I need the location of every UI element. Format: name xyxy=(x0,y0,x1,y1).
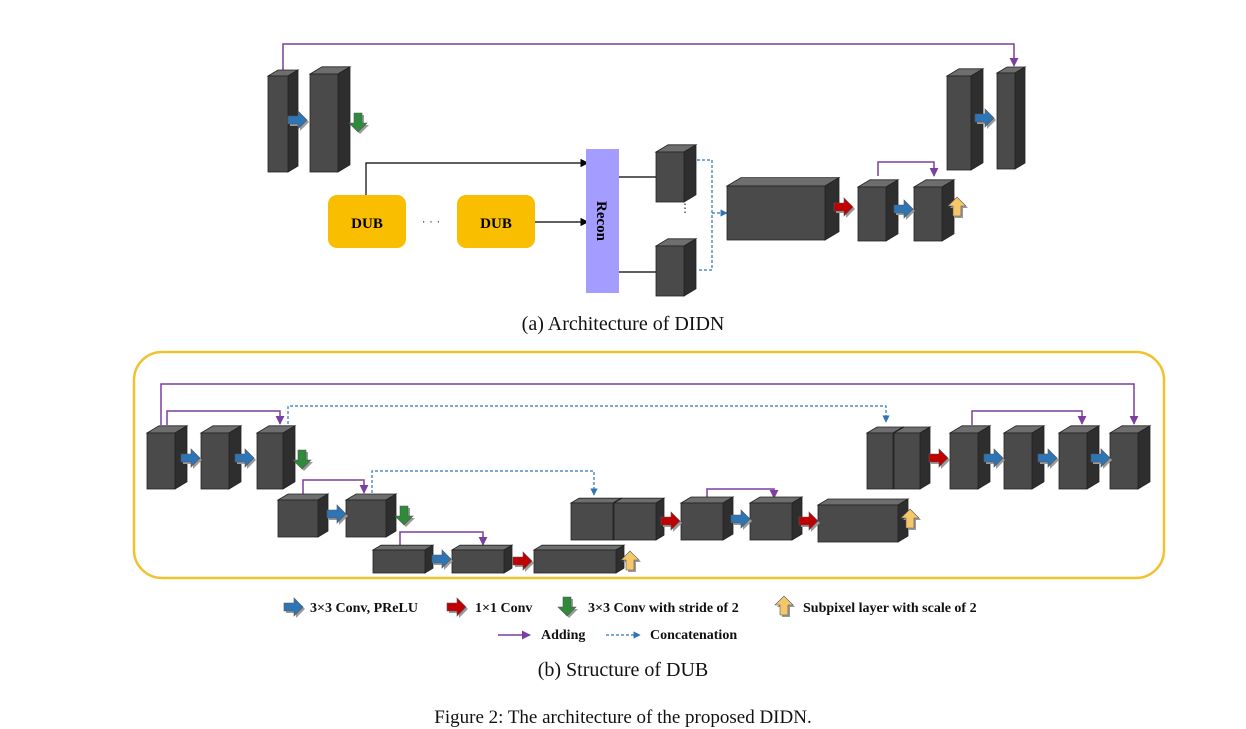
legend-conv1-icon xyxy=(446,597,468,618)
subpixel-arrow-icon xyxy=(947,196,968,218)
recon-output-block xyxy=(654,238,698,297)
adding-line xyxy=(399,531,488,546)
concat-line xyxy=(371,470,598,496)
feature-block xyxy=(344,493,398,538)
conv3-stride-arrow-icon xyxy=(292,449,313,471)
caption-part-b: (b) Structure of DUB xyxy=(537,659,709,681)
feature-block xyxy=(679,496,735,541)
adding-line xyxy=(160,383,1139,425)
legend-conv3-prelu-icon xyxy=(283,597,305,618)
recon-label: Recon xyxy=(593,201,609,242)
output-feature-map xyxy=(995,66,1027,170)
conv3-prelu-arrow-icon xyxy=(983,448,1005,469)
dub-label: DUB xyxy=(351,216,383,232)
legend-subpixel: Subpixel layer with scale of 2 xyxy=(803,601,977,616)
subpixel-arrow-icon xyxy=(900,508,921,530)
dub-block xyxy=(457,195,535,248)
feature-block xyxy=(912,179,956,242)
conv1-arrow-icon xyxy=(833,197,855,218)
shallow-feature-map xyxy=(308,66,352,173)
dub-label: DUB xyxy=(480,216,512,232)
concat-feature-block xyxy=(725,176,841,241)
conv3-prelu-arrow-icon xyxy=(287,110,309,131)
legend-concatenation: Concatenation xyxy=(650,628,737,643)
feature-block xyxy=(865,426,905,490)
legend-adding: Adding xyxy=(541,628,585,643)
conv3-prelu-arrow-icon xyxy=(893,199,915,220)
conv3-prelu-arrow-icon xyxy=(326,504,348,525)
feature-block xyxy=(612,497,666,541)
feature-block xyxy=(748,496,804,541)
conv3-stride-arrow-icon xyxy=(348,112,369,134)
conv3-prelu-arrow-icon xyxy=(974,108,996,129)
legend-subpixel-icon xyxy=(774,595,795,617)
feature-block xyxy=(1002,425,1046,490)
conv1-arrow-icon xyxy=(512,551,534,572)
feature-block xyxy=(816,498,910,543)
concat-line xyxy=(287,405,890,424)
concat-line xyxy=(697,159,713,271)
conv3-prelu-arrow-icon xyxy=(180,448,202,469)
feature-block xyxy=(145,425,189,490)
global-skip-adding-line xyxy=(282,43,1019,80)
recon-output-block xyxy=(654,144,698,203)
feature-block xyxy=(948,425,992,490)
feature-blocks-a xyxy=(266,66,1027,297)
legend-icons xyxy=(283,595,795,618)
conv3-stride-arrow-icon xyxy=(394,505,415,527)
adding-line xyxy=(877,161,939,177)
didn-architecture-diagram: DUB · · · DUB Recon ⋮ xyxy=(282,43,1019,293)
conv1-arrow-icon xyxy=(660,511,682,532)
feature-block xyxy=(569,497,623,541)
adding-line xyxy=(302,479,369,494)
feature-blocks-b xyxy=(145,425,1152,574)
dub-to-recon-line xyxy=(365,158,589,196)
caption-part-a: (a) Architecture of DIDN xyxy=(521,313,725,335)
legend-conv3-stride-icon xyxy=(557,596,578,618)
conv3-prelu-arrow-icon xyxy=(1090,448,1112,469)
conv3-prelu-arrow-icon xyxy=(431,549,453,570)
legend: 3×3 Conv, PReLU 1×1 Conv 3×3 Conv with s… xyxy=(283,595,977,643)
dub-connection-lines xyxy=(160,383,1139,546)
feature-block xyxy=(371,544,435,574)
dub-block xyxy=(328,195,406,248)
feature-block xyxy=(856,179,900,242)
recon-block xyxy=(586,149,619,293)
subpixel-arrow-icon xyxy=(620,550,641,572)
op-arrows-a xyxy=(287,108,996,220)
ellipsis: · · · xyxy=(422,214,441,228)
vertical-ellipsis: ⋮ xyxy=(679,201,691,215)
feature-block xyxy=(276,493,330,538)
conv3-prelu-arrow-icon xyxy=(234,448,256,469)
adding-line xyxy=(706,488,779,499)
legend-conv3-prelu: 3×3 Conv, PReLU xyxy=(310,601,418,616)
feature-block xyxy=(1108,425,1152,490)
feature-block xyxy=(1057,425,1101,490)
figure-caption: Figure 2: The architecture of the propos… xyxy=(434,707,812,728)
legend-conv3-stride: 3×3 Conv with stride of 2 xyxy=(588,601,739,616)
adding-line xyxy=(971,410,1087,425)
conv1-arrow-icon xyxy=(798,511,820,532)
feature-block xyxy=(892,426,932,490)
dub-structure-frame xyxy=(132,350,1166,580)
conv1-arrow-icon xyxy=(928,448,950,469)
conv3-prelu-arrow-icon xyxy=(1037,448,1059,469)
conv3-prelu-arrow-icon xyxy=(730,509,752,530)
adding-line xyxy=(166,410,285,425)
legend-conv1: 1×1 Conv xyxy=(475,601,532,616)
op-arrows-b xyxy=(180,448,1112,572)
feature-block xyxy=(532,544,626,574)
feature-block xyxy=(450,544,514,574)
feature-block xyxy=(255,425,297,490)
